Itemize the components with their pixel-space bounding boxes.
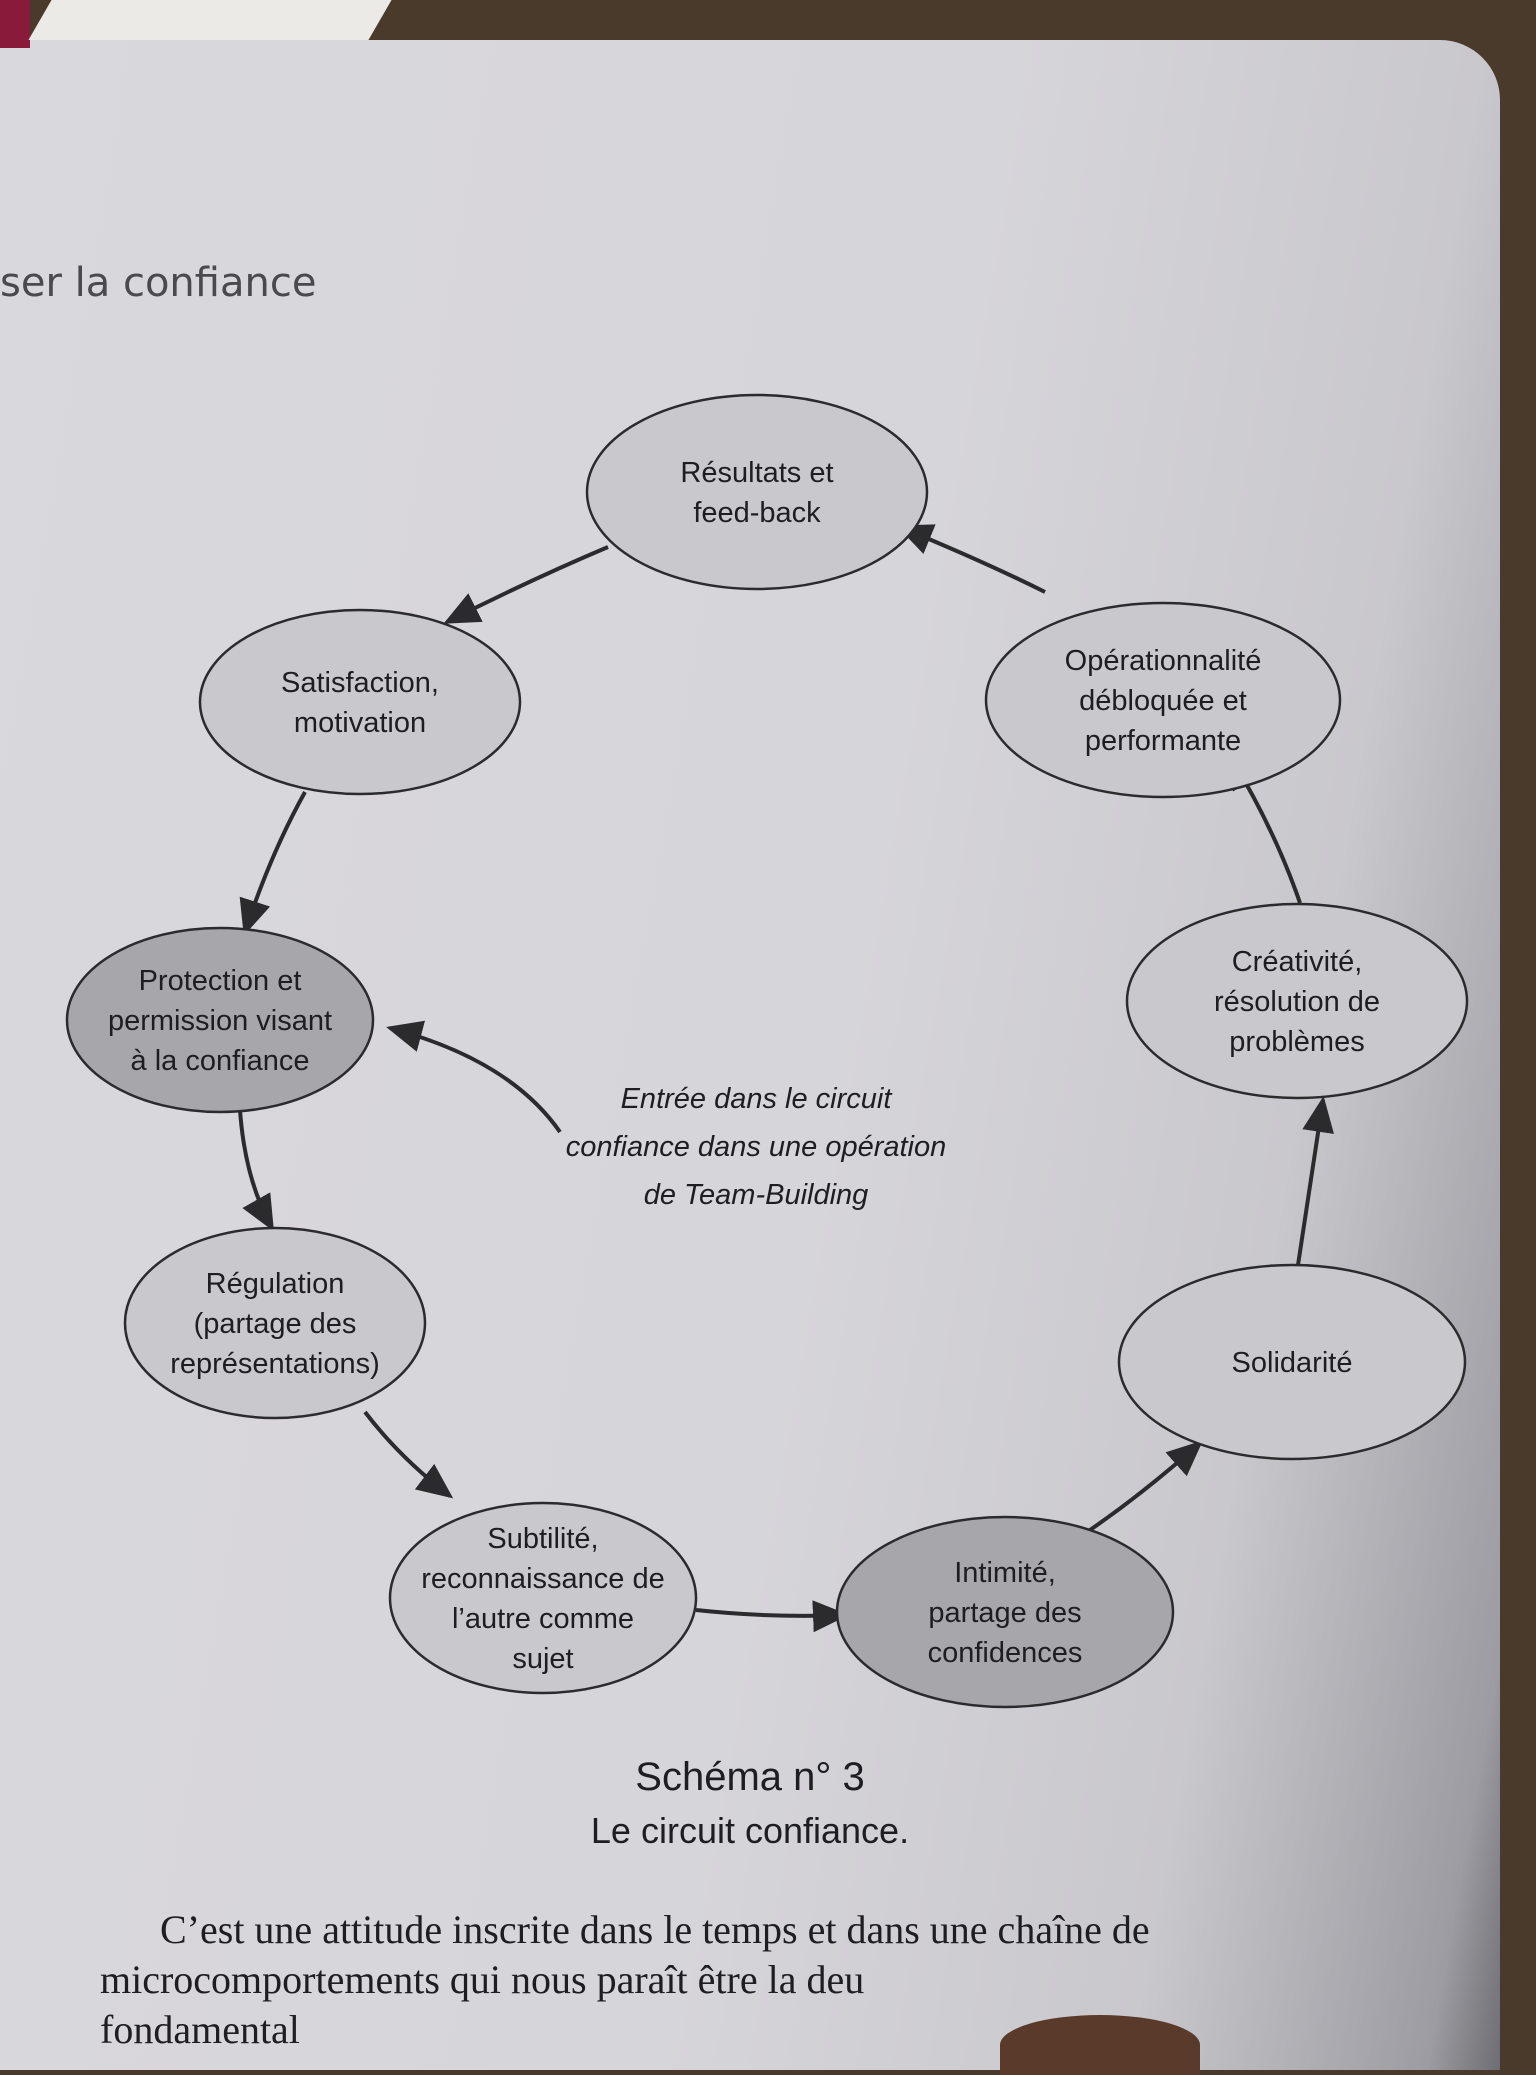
node-resultats: Résultats et feed-back	[585, 393, 929, 591]
node-ellipse	[835, 1515, 1175, 1709]
node-label: Opérationnalité	[1065, 645, 1262, 677]
node-label: Résultats et	[680, 457, 833, 489]
node-ellipse	[585, 393, 929, 591]
figure-title: Le circuit confiance.	[590, 1810, 910, 1851]
node-creativite: Créativité, résolution de problèmes	[1125, 902, 1469, 1100]
body-line: fondamental	[100, 2007, 300, 2052]
entry-label-line: de Team-Building	[644, 1179, 869, 1211]
figure-number: Schéma n° 3	[635, 1755, 865, 1799]
node-regulation: Régulation (partage des représentations)	[123, 1226, 427, 1420]
node-label: Protection et	[139, 965, 302, 997]
entry-arrow-path	[386, 1020, 562, 1134]
node-ellipse	[388, 1501, 698, 1695]
node-label: feed-back	[693, 497, 821, 529]
flow-arrow	[1088, 1440, 1203, 1532]
node-subtilite: Subtilité, reconnaissance de l’autre comme…	[388, 1501, 698, 1695]
node-intimite: Intimité, partage des confidences	[835, 1515, 1175, 1709]
node-protection: Protection et permission visant à la confi…	[65, 926, 375, 1114]
body-text: C’est une attitude inscrite dans le temp…	[100, 1905, 1500, 2055]
body-line: microcomportements qui nous paraît être …	[100, 1957, 865, 2002]
node-label: problèmes	[1229, 1026, 1364, 1058]
flow-arrow	[1296, 1096, 1334, 1266]
running-head: ser la confiance	[0, 260, 317, 306]
node-label: l’autre comme	[452, 1603, 634, 1635]
node-label: Satisfaction,	[281, 667, 439, 699]
node-label: sujet	[512, 1643, 573, 1675]
cycle-arrows	[238, 524, 1334, 1633]
node-ellipse	[984, 601, 1342, 799]
thumb	[1000, 2015, 1200, 2075]
flow-arrow	[896, 524, 1046, 594]
node-operationnalite: Opérationnalité débloquée et performante	[984, 601, 1342, 799]
flow-arrow	[443, 545, 609, 624]
node-label: performante	[1085, 725, 1241, 757]
flow-arrow	[363, 1410, 454, 1499]
node-label: à la confiance	[131, 1045, 310, 1077]
entry-arrow	[386, 1020, 562, 1134]
entry-label-line: confiance dans une opération	[566, 1131, 947, 1163]
node-ellipse	[1117, 1263, 1467, 1461]
flow-arrow	[695, 1600, 849, 1633]
node-label: résolution de	[1214, 986, 1380, 1018]
node-label: motivation	[294, 707, 426, 739]
flow-arrow	[239, 791, 307, 936]
node-label: Solidarité	[1232, 1347, 1353, 1379]
node-label: partage des	[928, 1597, 1081, 1629]
node-label: Régulation	[206, 1268, 345, 1300]
node-ellipse	[198, 608, 522, 796]
bookmark-tab	[0, 0, 30, 48]
node-ellipse	[123, 1226, 427, 1420]
node-ellipse	[65, 926, 375, 1114]
node-label: débloquée et	[1079, 685, 1247, 717]
node-label: Intimité,	[954, 1557, 1056, 1589]
entry-label-line: Entrée dans le circuit	[621, 1083, 894, 1115]
node-satisfaction: Satisfaction, motivation	[198, 608, 522, 796]
body-line: C’est une attitude inscrite dans le temp…	[160, 1907, 1150, 1952]
node-label: Subtilité,	[487, 1523, 598, 1555]
node-ellipse	[1125, 902, 1469, 1100]
node-solidarite: Solidarité	[1117, 1263, 1467, 1461]
node-label: reconnaissance de	[421, 1563, 664, 1595]
node-label: permission visant	[108, 1005, 332, 1037]
node-label: Créativité,	[1232, 946, 1363, 978]
node-label: confidences	[928, 1637, 1083, 1669]
node-label: représentations)	[170, 1348, 380, 1380]
node-label: (partage des	[194, 1308, 357, 1340]
flow-arrow	[238, 1109, 274, 1232]
entry-label: Entrée dans le circuit confiance dans une…	[566, 1083, 947, 1211]
